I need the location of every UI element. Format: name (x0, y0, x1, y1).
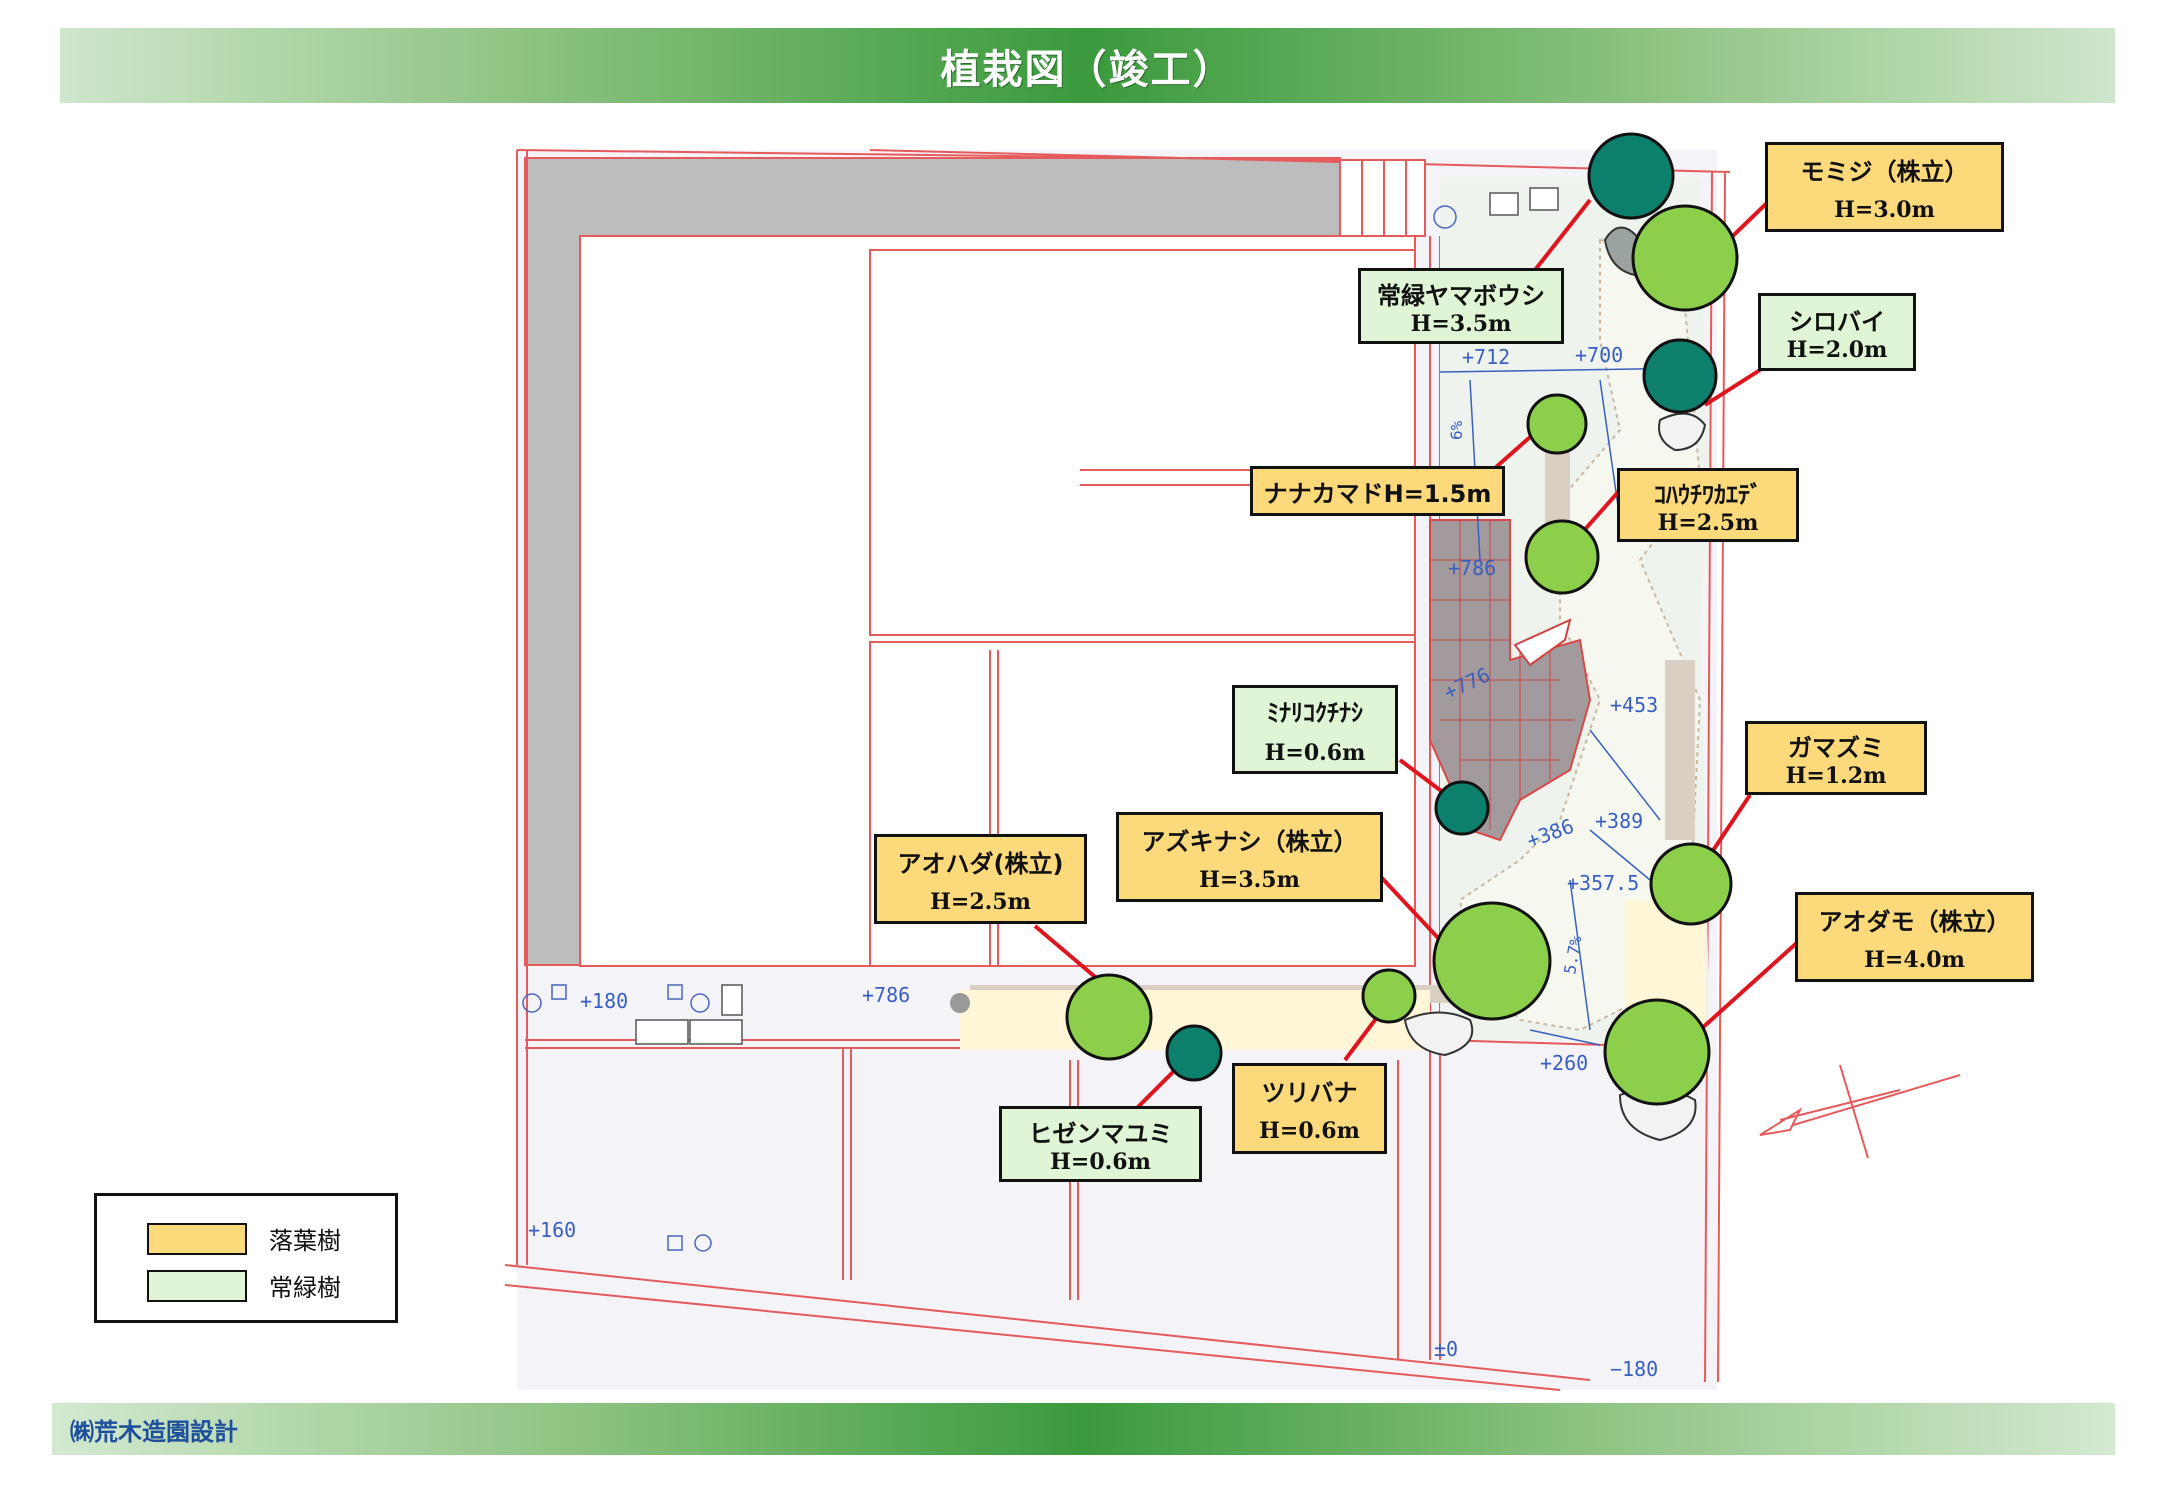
label-minarikokuchinashi: ﾐﾅﾘｺｸﾁﾅｼ H=0.6m (1232, 685, 1398, 774)
label-tsuribana: ツリバナ H=0.6m (1232, 1063, 1387, 1154)
legend-swatch-deciduous (147, 1222, 247, 1255)
slope-1: 6% (1447, 420, 1466, 440)
label-aohada-name: アオハダ(株立) (897, 849, 1064, 878)
tree-kohauchiwakaede (1524, 519, 1600, 595)
page-title: 植栽図（竣工） (940, 46, 1235, 93)
label-hizenmayumi-height: H=0.6m (1050, 1148, 1151, 1175)
boulder-2 (1658, 412, 1707, 452)
level-2: +700 (1575, 343, 1623, 367)
label-azukinashi: アズキナシ（株立） H=3.5m (1116, 812, 1383, 902)
label-aodamo: アオダモ（株立） H=4.0m (1795, 892, 2034, 982)
label-azukinashi-name: アズキナシ（株立） (1141, 827, 1358, 856)
level-8: +357.5 (1567, 871, 1639, 895)
tree-minarikokuchinashi (1434, 780, 1490, 836)
legend: 落葉樹 常緑樹 (94, 1193, 398, 1323)
tree-shirobai (1642, 338, 1718, 414)
title-bar: 植栽図（竣工） (60, 28, 2115, 103)
label-shirobai-height: H=2.0m (1786, 336, 1888, 363)
level-3: +786 (1448, 556, 1496, 580)
label-shirobai-name: シロバイ (1789, 307, 1885, 336)
level-1: +712 (1462, 345, 1510, 369)
footer-bar: ㈱荒木造園設計 (52, 1403, 2115, 1455)
label-aodamo-height: H=4.0m (1864, 946, 1965, 973)
legend-row-evergreen: 常緑樹 (147, 1268, 341, 1303)
north-arrow-icon (1759, 1064, 1961, 1159)
leader-azukinashi (1378, 874, 1442, 942)
legend-row-deciduous: 落葉樹 (147, 1221, 341, 1256)
label-minarikokuchinashi-name: ﾐﾅﾘｺｸﾁﾅｼ (1267, 699, 1363, 727)
manhole-1 (522, 993, 542, 1013)
leader-kohauchiwa (1578, 488, 1622, 537)
tree-nanakamado (1526, 393, 1588, 455)
tree-momiji (1631, 204, 1739, 312)
leader-shirobai (1703, 368, 1762, 407)
label-gamazumi: ガマズミ H=1.2m (1745, 721, 1927, 795)
tree-aodamo (1603, 998, 1711, 1106)
label-shirobai: シロバイ H=2.0m (1758, 293, 1916, 371)
label-nanakamado: ナナカマドH=1.5m (1250, 466, 1505, 516)
room-upper (869, 249, 1416, 636)
label-momiji-height: H=3.0m (1834, 196, 1935, 223)
tree-aohada (1065, 973, 1153, 1061)
label-kohauchiwakaede-height: H=2.5m (1657, 509, 1759, 536)
label-aodamo-name: アオダモ（株立） (1818, 907, 2011, 936)
label-kohauchiwakaede-name: ｺﾊｳﾁﾜｶｴﾃﾞ (1654, 480, 1762, 509)
legend-label-deciduous: 落葉樹 (269, 1227, 341, 1255)
legend-swatch-evergreen (147, 1269, 247, 1302)
label-gamazumi-height: H=1.2m (1785, 762, 1887, 789)
label-kohauchiwakaede: ｺﾊｳﾁﾜｶｴﾃﾞ H=2.5m (1617, 468, 1799, 542)
tree-joryoku-yamaboushi (1587, 132, 1675, 220)
label-gamazumi-name: ガマズミ (1788, 733, 1884, 762)
label-tsuribana-name: ツリバナ (1261, 1079, 1358, 1107)
level-12: +160 (528, 1218, 576, 1242)
boulder-3 (1403, 1011, 1474, 1057)
level-9: +260 (1540, 1051, 1588, 1075)
label-azukinashi-height: H=3.5m (1199, 866, 1300, 893)
level-7: +389 (1595, 809, 1643, 833)
label-tsuribana-height: H=0.6m (1259, 1118, 1360, 1144)
level-10: +180 (580, 989, 628, 1013)
tree-tsuribana (1361, 968, 1417, 1024)
company-name: ㈱荒木造園設計 (70, 1417, 238, 1446)
label-aohada-height: H=2.5m (930, 888, 1031, 915)
label-minarikokuchinashi-height: H=0.6m (1264, 740, 1366, 766)
label-hizenmayumi: ヒゼンマユミ H=0.6m (999, 1106, 1202, 1182)
label-momiji: モミジ（株立） H=3.0m (1765, 142, 2004, 232)
tree-hizenmayumi (1165, 1024, 1223, 1082)
label-joryoku-yamaboushi-height: H=3.5m (1410, 310, 1512, 337)
slab-1 (635, 1019, 689, 1045)
label-momiji-name: モミジ（株立） (1800, 157, 1969, 186)
legend-label-evergreen: 常緑樹 (269, 1274, 341, 1302)
level-14: −180 (1610, 1357, 1658, 1381)
label-hizenmayumi-name: ヒゼンマユミ (1028, 1119, 1173, 1148)
level-11: +786 (862, 983, 910, 1007)
label-nanakamado-name: ナナカマドH=1.5m (1263, 479, 1492, 508)
level-5: +453 (1610, 693, 1658, 717)
leader-aodamo (1698, 938, 1802, 1032)
label-joryoku-yamaboushi-name: 常緑ヤマボウシ (1377, 281, 1545, 310)
tree-azukinashi (1432, 901, 1552, 1021)
step-white (1513, 618, 1572, 667)
leader-yamaboushi (1533, 198, 1592, 272)
level-13: ±0 (1434, 1337, 1458, 1361)
tree-gamazumi (1649, 842, 1733, 926)
label-aohada: アオハダ(株立) H=2.5m (874, 834, 1087, 924)
label-joryoku-yamaboushi: 常緑ヤマボウシ H=3.5m (1358, 268, 1564, 344)
